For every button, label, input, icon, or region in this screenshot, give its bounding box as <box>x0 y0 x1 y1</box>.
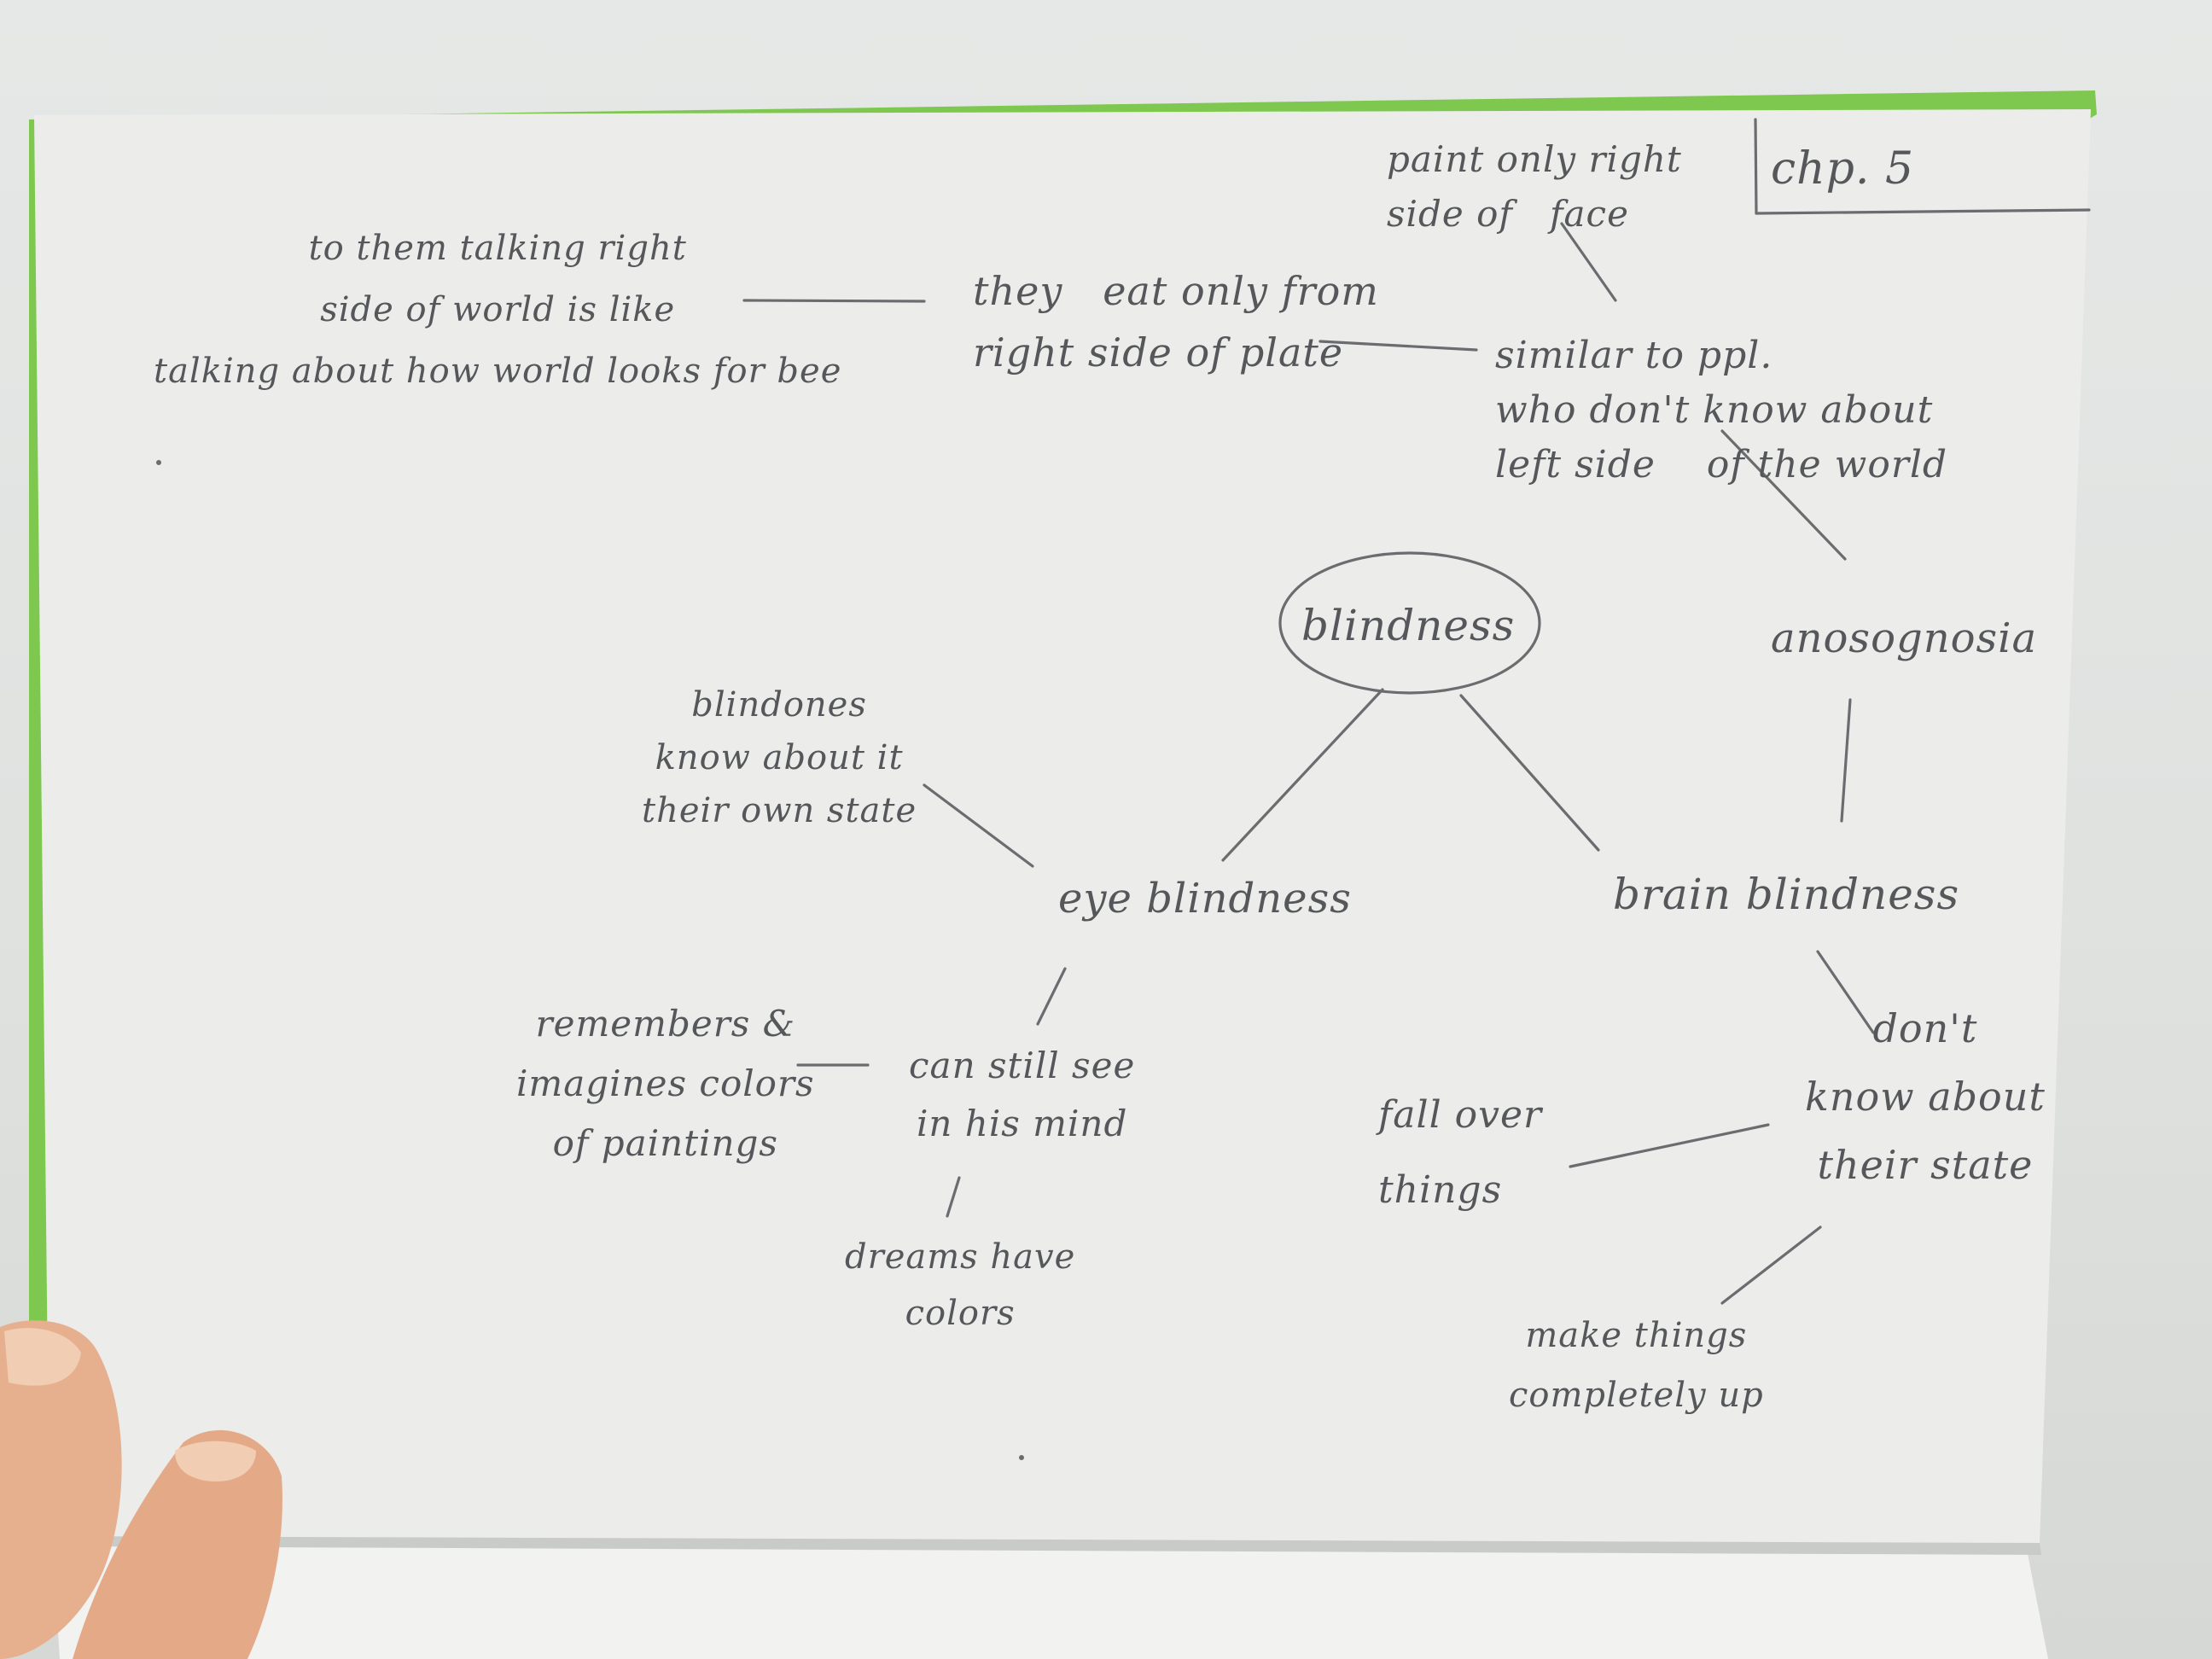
node-anosognosia: anosognosia <box>1771 614 2038 662</box>
node-blindness: blindness <box>1301 601 1516 650</box>
connector-similar-paint <box>1560 222 1617 302</box>
paper-shadow <box>49 1536 2041 1555</box>
note-dreams: dreams have colors <box>845 1237 1076 1333</box>
connector-eye-cansee <box>1036 967 1067 1026</box>
connector-cansee-dreams <box>946 1176 961 1218</box>
lower-page <box>51 1528 2048 1659</box>
node-brain-blindness: brain blindness <box>1613 870 1960 919</box>
connector-anosognosia-similar <box>1720 429 1847 561</box>
chapter-label: chp. 5 <box>1771 143 1915 195</box>
note-eat-only: they eat only from right side of plate <box>973 268 1379 375</box>
note-similar-ppl: similar to ppl. who don't know about lef… <box>1495 334 1948 486</box>
corner-box-bottom-line <box>1755 208 2091 215</box>
fingernail <box>175 1441 256 1481</box>
pencil-dot <box>1019 1455 1024 1460</box>
paper-sheet <box>34 109 2091 1543</box>
connector-dontknow-make <box>1720 1225 1822 1305</box>
note-remembers: remembers & imagines colors of paintings <box>516 1003 815 1164</box>
pencil-dot <box>156 460 161 465</box>
connector-talking-eat <box>742 299 926 303</box>
thumbnail <box>4 1328 81 1386</box>
note-can-still-see: can still see in his mind <box>909 1045 1136 1144</box>
note-dont-know: don't know about their state <box>1805 1005 2046 1188</box>
finger <box>73 1429 282 1659</box>
connector-center-brain <box>1459 694 1600 852</box>
connector-anosognosia-brain <box>1840 698 1852 823</box>
center-bubble <box>1278 551 1541 695</box>
thumb <box>0 1320 122 1659</box>
connector-know-eye <box>923 783 1034 868</box>
note-blindness-know: blindones know about it their own state <box>642 685 917 830</box>
corner-box-left-line <box>1754 118 1758 215</box>
node-eye-blindness: eye blindness <box>1058 875 1352 923</box>
note-make-things-up: make things completely up <box>1509 1316 1764 1415</box>
connector-fall-dontknow <box>1569 1123 1770 1168</box>
note-fall-over: fall over things <box>1378 1093 1543 1212</box>
note-talking-right: to them talking right side of world is l… <box>154 229 842 391</box>
connector-eat-similar <box>1318 340 1478 352</box>
connector-brain-dontknow <box>1816 950 1875 1034</box>
note-paint-face: paint only right side of face <box>1387 138 1682 235</box>
connector-center-eye <box>1221 688 1384 862</box>
